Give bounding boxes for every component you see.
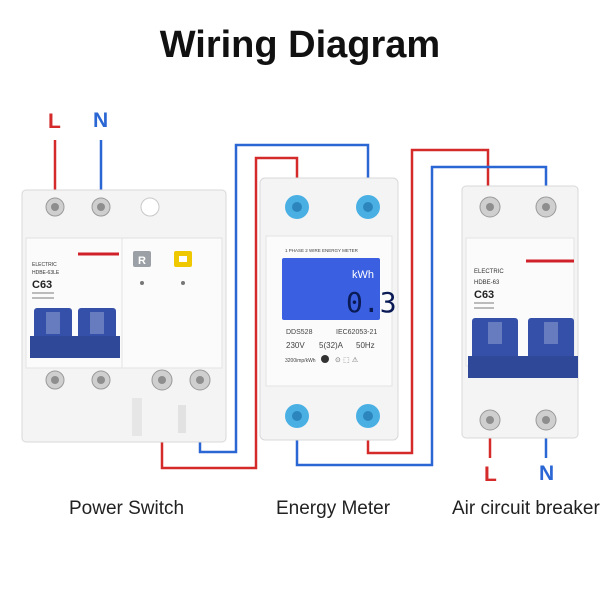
label-l-bottom: L xyxy=(484,463,497,486)
caption-air-circuit-breaker: Air circuit breaker xyxy=(452,498,600,519)
meter-current: 5(32)A xyxy=(319,341,344,350)
breaker-brand: ELECTRIC xyxy=(474,269,504,275)
lcd-unit: kWh xyxy=(352,269,374,281)
power-switch: ELECTRIC HDBE-63LE C63 R xyxy=(21,189,227,443)
caption-power-switch: Power Switch xyxy=(69,498,185,519)
power-switch-brand: ELECTRIC xyxy=(32,262,57,268)
breaker-model: HDBE-63 xyxy=(474,280,500,286)
test-button-r[interactable] xyxy=(133,251,151,267)
meter-model: DDS528 xyxy=(286,329,313,336)
power-switch-model: HDBE-63LE xyxy=(32,270,60,276)
power-switch-rating: C63 xyxy=(32,279,52,291)
air-circuit-breaker: ELECTRIC HDBE-63 C63 xyxy=(461,185,579,439)
top-knock-out xyxy=(140,197,160,217)
breaker-rating: C63 xyxy=(474,289,494,301)
label-n-bottom: N xyxy=(539,462,554,485)
test-button-r-label: R xyxy=(138,255,146,267)
meter-frequency: 50Hz xyxy=(356,341,375,350)
meter-standard: IEC62053-21 xyxy=(336,329,377,336)
lcd-display xyxy=(282,258,380,320)
meter-header: 1 PHASE 2 WIRE ENERGY METER xyxy=(285,248,359,253)
diagram-title: Wiring Diagram xyxy=(159,24,441,66)
power-switch-front-right xyxy=(121,237,223,369)
lcd-reading: 0.3 xyxy=(346,286,397,319)
meter-to-breaker-live-wire xyxy=(366,148,490,455)
meter-to-breaker-neutral-wire xyxy=(295,165,548,467)
label-l-top: L xyxy=(48,110,61,133)
certification-marks-icon: ⊙ ⬚ ⚠ xyxy=(335,356,359,364)
label-n-top: N xyxy=(93,109,108,132)
caption-energy-meter: Energy Meter xyxy=(276,498,391,519)
meter-impulse: 3200imp/kWh xyxy=(285,358,316,364)
meter-led xyxy=(321,355,329,363)
energy-meter: 1 PHASE 2 WIRE ENERGY METER kWh 0.3 DDS5… xyxy=(259,177,399,441)
meter-voltage: 230V xyxy=(286,341,305,350)
switch-to-meter-live-wire xyxy=(160,156,299,470)
